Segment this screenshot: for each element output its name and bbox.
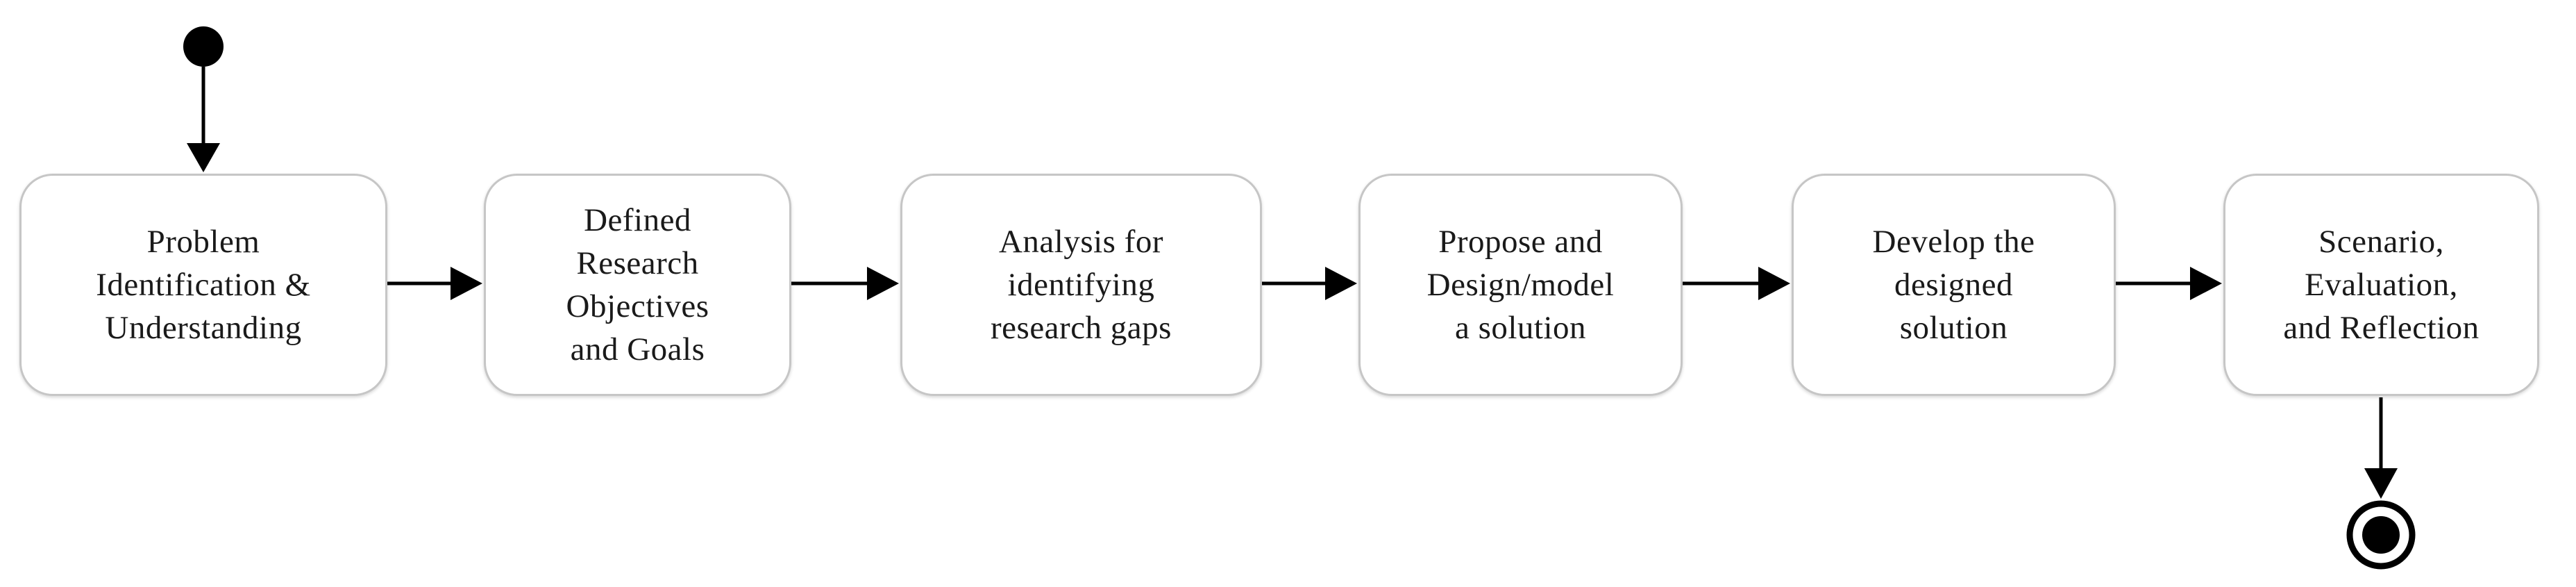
step-research-objectives: Defined Research Objectives and Goals: [484, 174, 791, 396]
step-label: Propose and Design/model a solution: [1426, 223, 1615, 347]
arrow-step2-step3: [791, 267, 899, 300]
final-node-icon: [2346, 500, 2416, 570]
step-label: Scenario, Evaluation, and Reflection: [2283, 223, 2480, 347]
step-label: Develop the designed solution: [1872, 223, 2035, 347]
arrow-step4-step5: [1683, 267, 1790, 300]
step-develop-solution: Develop the designed solution: [1792, 174, 2116, 396]
step-scenario-evaluation: Scenario, Evaluation, and Reflection: [2223, 174, 2539, 396]
step-problem-identification: Problem Identification & Understanding: [19, 174, 387, 396]
arrow-step3-step4: [1262, 267, 1357, 300]
initial-node-icon: [183, 26, 224, 67]
step-label: Analysis for identifying research gaps: [991, 223, 1172, 347]
arrow-step5-step6: [2116, 267, 2222, 300]
step-gap-analysis: Analysis for identifying research gaps: [900, 174, 1262, 396]
start-arrow: [187, 67, 220, 172]
final-arrow: [2364, 397, 2398, 499]
step-propose-design: Propose and Design/model a solution: [1358, 174, 1683, 396]
step-label: Defined Research Objectives and Goals: [566, 201, 709, 368]
step-label: Problem Identification & Understanding: [96, 223, 311, 347]
arrow-step1-step2: [387, 267, 482, 300]
